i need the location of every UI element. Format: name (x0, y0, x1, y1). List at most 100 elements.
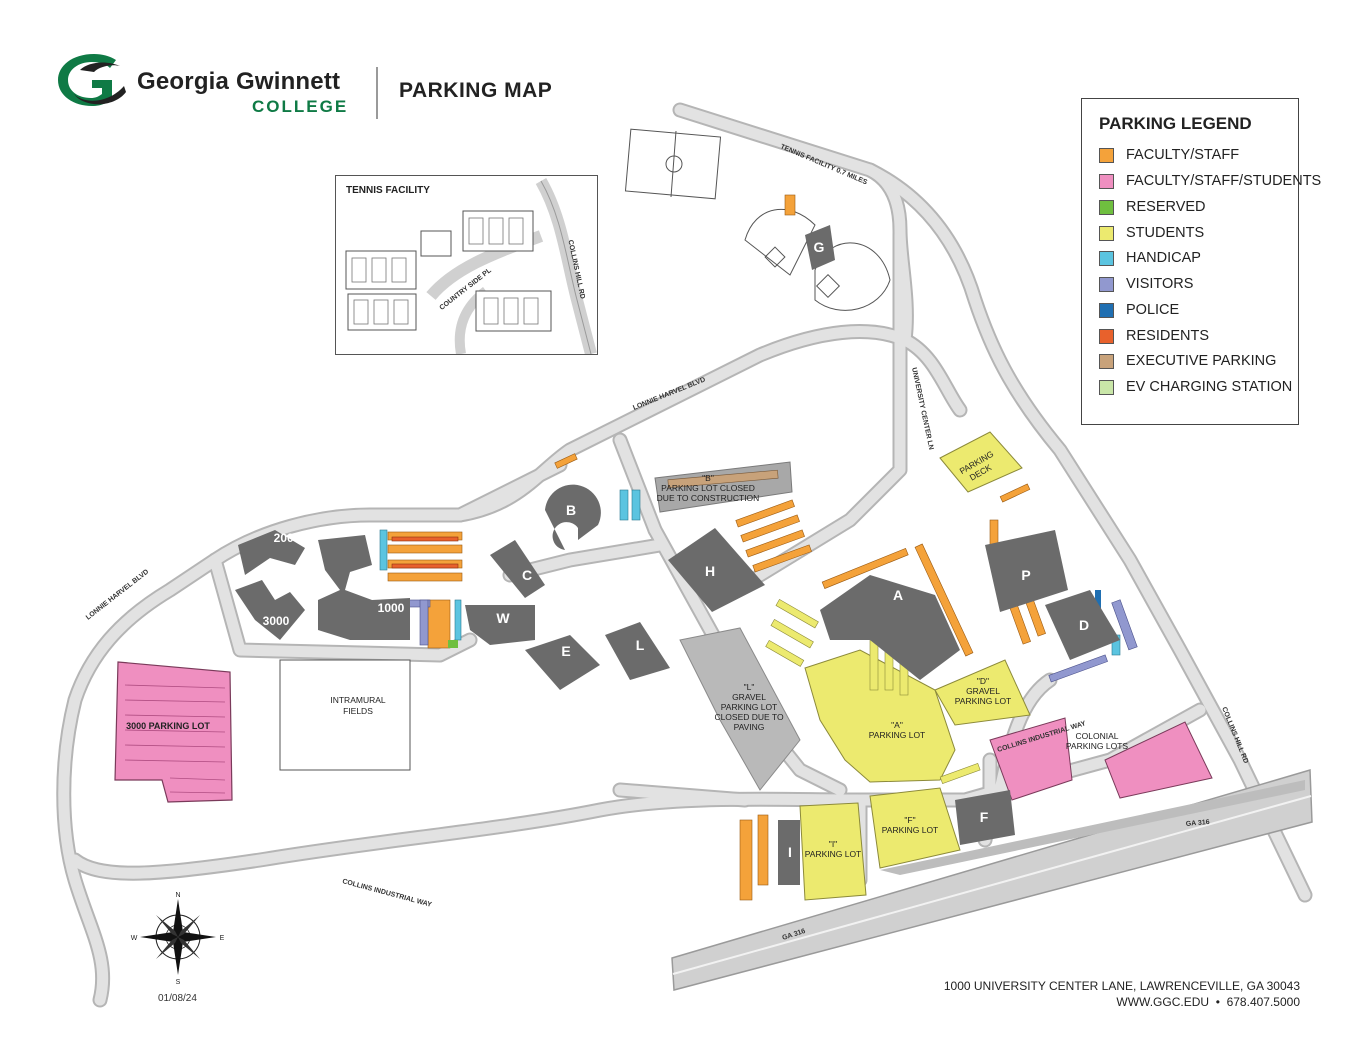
label-d: D (1079, 617, 1089, 633)
label-lot-l-2: GRAVEL (732, 692, 766, 702)
tennis-inset-drawing (345, 178, 597, 354)
legend-item: HANDICAP (1099, 248, 1201, 268)
legend-item: FACULTY/STAFF/STUDENTS (1099, 171, 1321, 191)
building-d (1045, 590, 1120, 660)
lot-i (799, 802, 867, 901)
building-e (525, 635, 600, 690)
label-lot-i-1: "I" (829, 839, 837, 849)
label-p: P (1021, 567, 1030, 583)
label-lot-a-1: "A" (891, 720, 903, 730)
building-3000 (235, 580, 305, 640)
parking-deck (939, 431, 1023, 493)
legend-item: RESIDENTS (1099, 326, 1209, 346)
legend-swatch (1099, 225, 1114, 241)
tennis-facility-inset[interactable]: TENNIS FACILITY COUNTRY SIDE PL COLLINS … (335, 175, 598, 355)
label-lot-l-3: PARKING LOT (721, 702, 778, 712)
ga-316-highway (671, 769, 1313, 991)
legend-label: STUDENTS (1126, 225, 1205, 241)
building-g (805, 225, 835, 270)
label-lot-l-4: CLOSED DUE TO (714, 712, 784, 722)
college-name: Georgia Gwinnett (137, 68, 341, 95)
label-w: W (496, 610, 510, 626)
label-1000: 1000 (378, 601, 405, 615)
legend-label: EV CHARGING STATION (1126, 379, 1293, 395)
road-ga316-right: GA 316 (1186, 819, 1210, 828)
legend-label: HANDICAP (1126, 250, 1201, 266)
road-collins-industrial-bottom: COLLINS INDUSTRIAL WAY (341, 878, 432, 909)
label-lot-l-5: PAVING (734, 722, 765, 732)
footer-contact: WWW.GGC.EDU • 678.407.5000 (1116, 995, 1300, 1009)
legend-swatch (1099, 173, 1114, 189)
label-lot-d-1: "D" (977, 676, 989, 686)
colonial-lot-2 (1104, 721, 1213, 799)
legend-swatch (1099, 147, 1114, 163)
building-a (820, 575, 960, 680)
legend-label: RESIDENTS (1126, 328, 1209, 344)
label-b: B (566, 502, 576, 518)
legend-swatch (1099, 353, 1114, 369)
legend-swatch (1099, 328, 1114, 344)
building-p (985, 530, 1068, 612)
label-intramural-1: INTRAMURAL (330, 695, 386, 705)
header-divider (376, 67, 378, 119)
footer-address-block: 1000 UNIVERSITY CENTER LANE, LAWRENCEVIL… (944, 978, 1300, 1010)
building-h (668, 528, 765, 612)
legend-swatch (1099, 379, 1114, 395)
label-lot-f-1: "F" (904, 815, 915, 825)
legend-item: EV CHARGING STATION (1099, 377, 1292, 397)
legend-item: EXECUTIVE PARKING (1099, 351, 1276, 371)
road-university-center: UNIVERSITY CENTER LN (910, 367, 934, 451)
label-lot-d-2: GRAVEL (966, 686, 1000, 696)
building-labels: 2000 3000 1000 A B C D E F G H I L P W (263, 239, 1089, 860)
parking-lots[interactable] (114, 194, 1213, 901)
label-a: A (893, 587, 903, 603)
compass-labels: N S E W (131, 892, 225, 986)
lot-3000 (114, 661, 233, 803)
label-f: F (980, 809, 989, 825)
legend-label: FACULTY/STAFF (1126, 147, 1240, 163)
soccer-field (624, 128, 722, 200)
label-g: G (814, 239, 825, 255)
building-f (955, 790, 1015, 845)
college-subtitle: COLLEGE (252, 97, 349, 116)
legend-item: RESERVED (1099, 197, 1206, 217)
roads (56, 102, 1313, 1008)
building-1000-complex (318, 535, 410, 640)
footer-address: 1000 UNIVERSITY CENTER LANE, LAWRENCEVIL… (943, 979, 1300, 993)
compass-s: S (176, 979, 181, 986)
label-colonial-1: COLONIAL (1076, 731, 1119, 741)
legend-label: VISITORS (1126, 276, 1194, 292)
label-lot-b-2: PARKING LOT CLOSED (661, 483, 755, 493)
label-lot-b-1: "B" (702, 473, 714, 483)
legend-swatch (1099, 302, 1114, 318)
label-lot-3000: 3000 PARKING LOT (126, 721, 210, 731)
label-lot-d-3: PARKING LOT (955, 696, 1012, 706)
lot-l-closed (679, 627, 801, 791)
label-c: C (522, 567, 532, 583)
building-c (490, 540, 545, 598)
page-title: PARKING MAP (399, 79, 553, 102)
compass-n: N (175, 892, 180, 899)
label-e: E (561, 643, 570, 659)
map-date: 01/08/24 (158, 993, 197, 1004)
parking-legend: PARKING LEGEND FACULTY/STAFF FACULTY/STA… (1081, 98, 1321, 425)
legend-item: FACULTY/STAFF (1099, 145, 1239, 165)
compass-w: W (131, 935, 138, 942)
compass-e: E (220, 935, 225, 942)
legend-label: EXECUTIVE PARKING (1126, 353, 1277, 369)
label-3000: 3000 (263, 614, 290, 628)
compass-rose (140, 899, 216, 975)
legend-label: FACULTY/STAFF/STUDENTS (1126, 173, 1322, 189)
legend-label: POLICE (1126, 302, 1180, 318)
colonial-lot-1 (989, 717, 1073, 801)
legend-label: RESERVED (1126, 199, 1206, 215)
label-colonial-2: PARKING LOTS (1066, 741, 1129, 751)
tennis-inset-title: TENNIS FACILITY (346, 185, 430, 196)
buildings[interactable] (235, 225, 1120, 885)
lot-f (869, 787, 961, 869)
legend-swatch (1099, 250, 1114, 266)
legend-item: STUDENTS (1099, 223, 1204, 243)
label-l: L (636, 637, 645, 653)
label-lot-a-2: PARKING LOT (869, 730, 926, 740)
